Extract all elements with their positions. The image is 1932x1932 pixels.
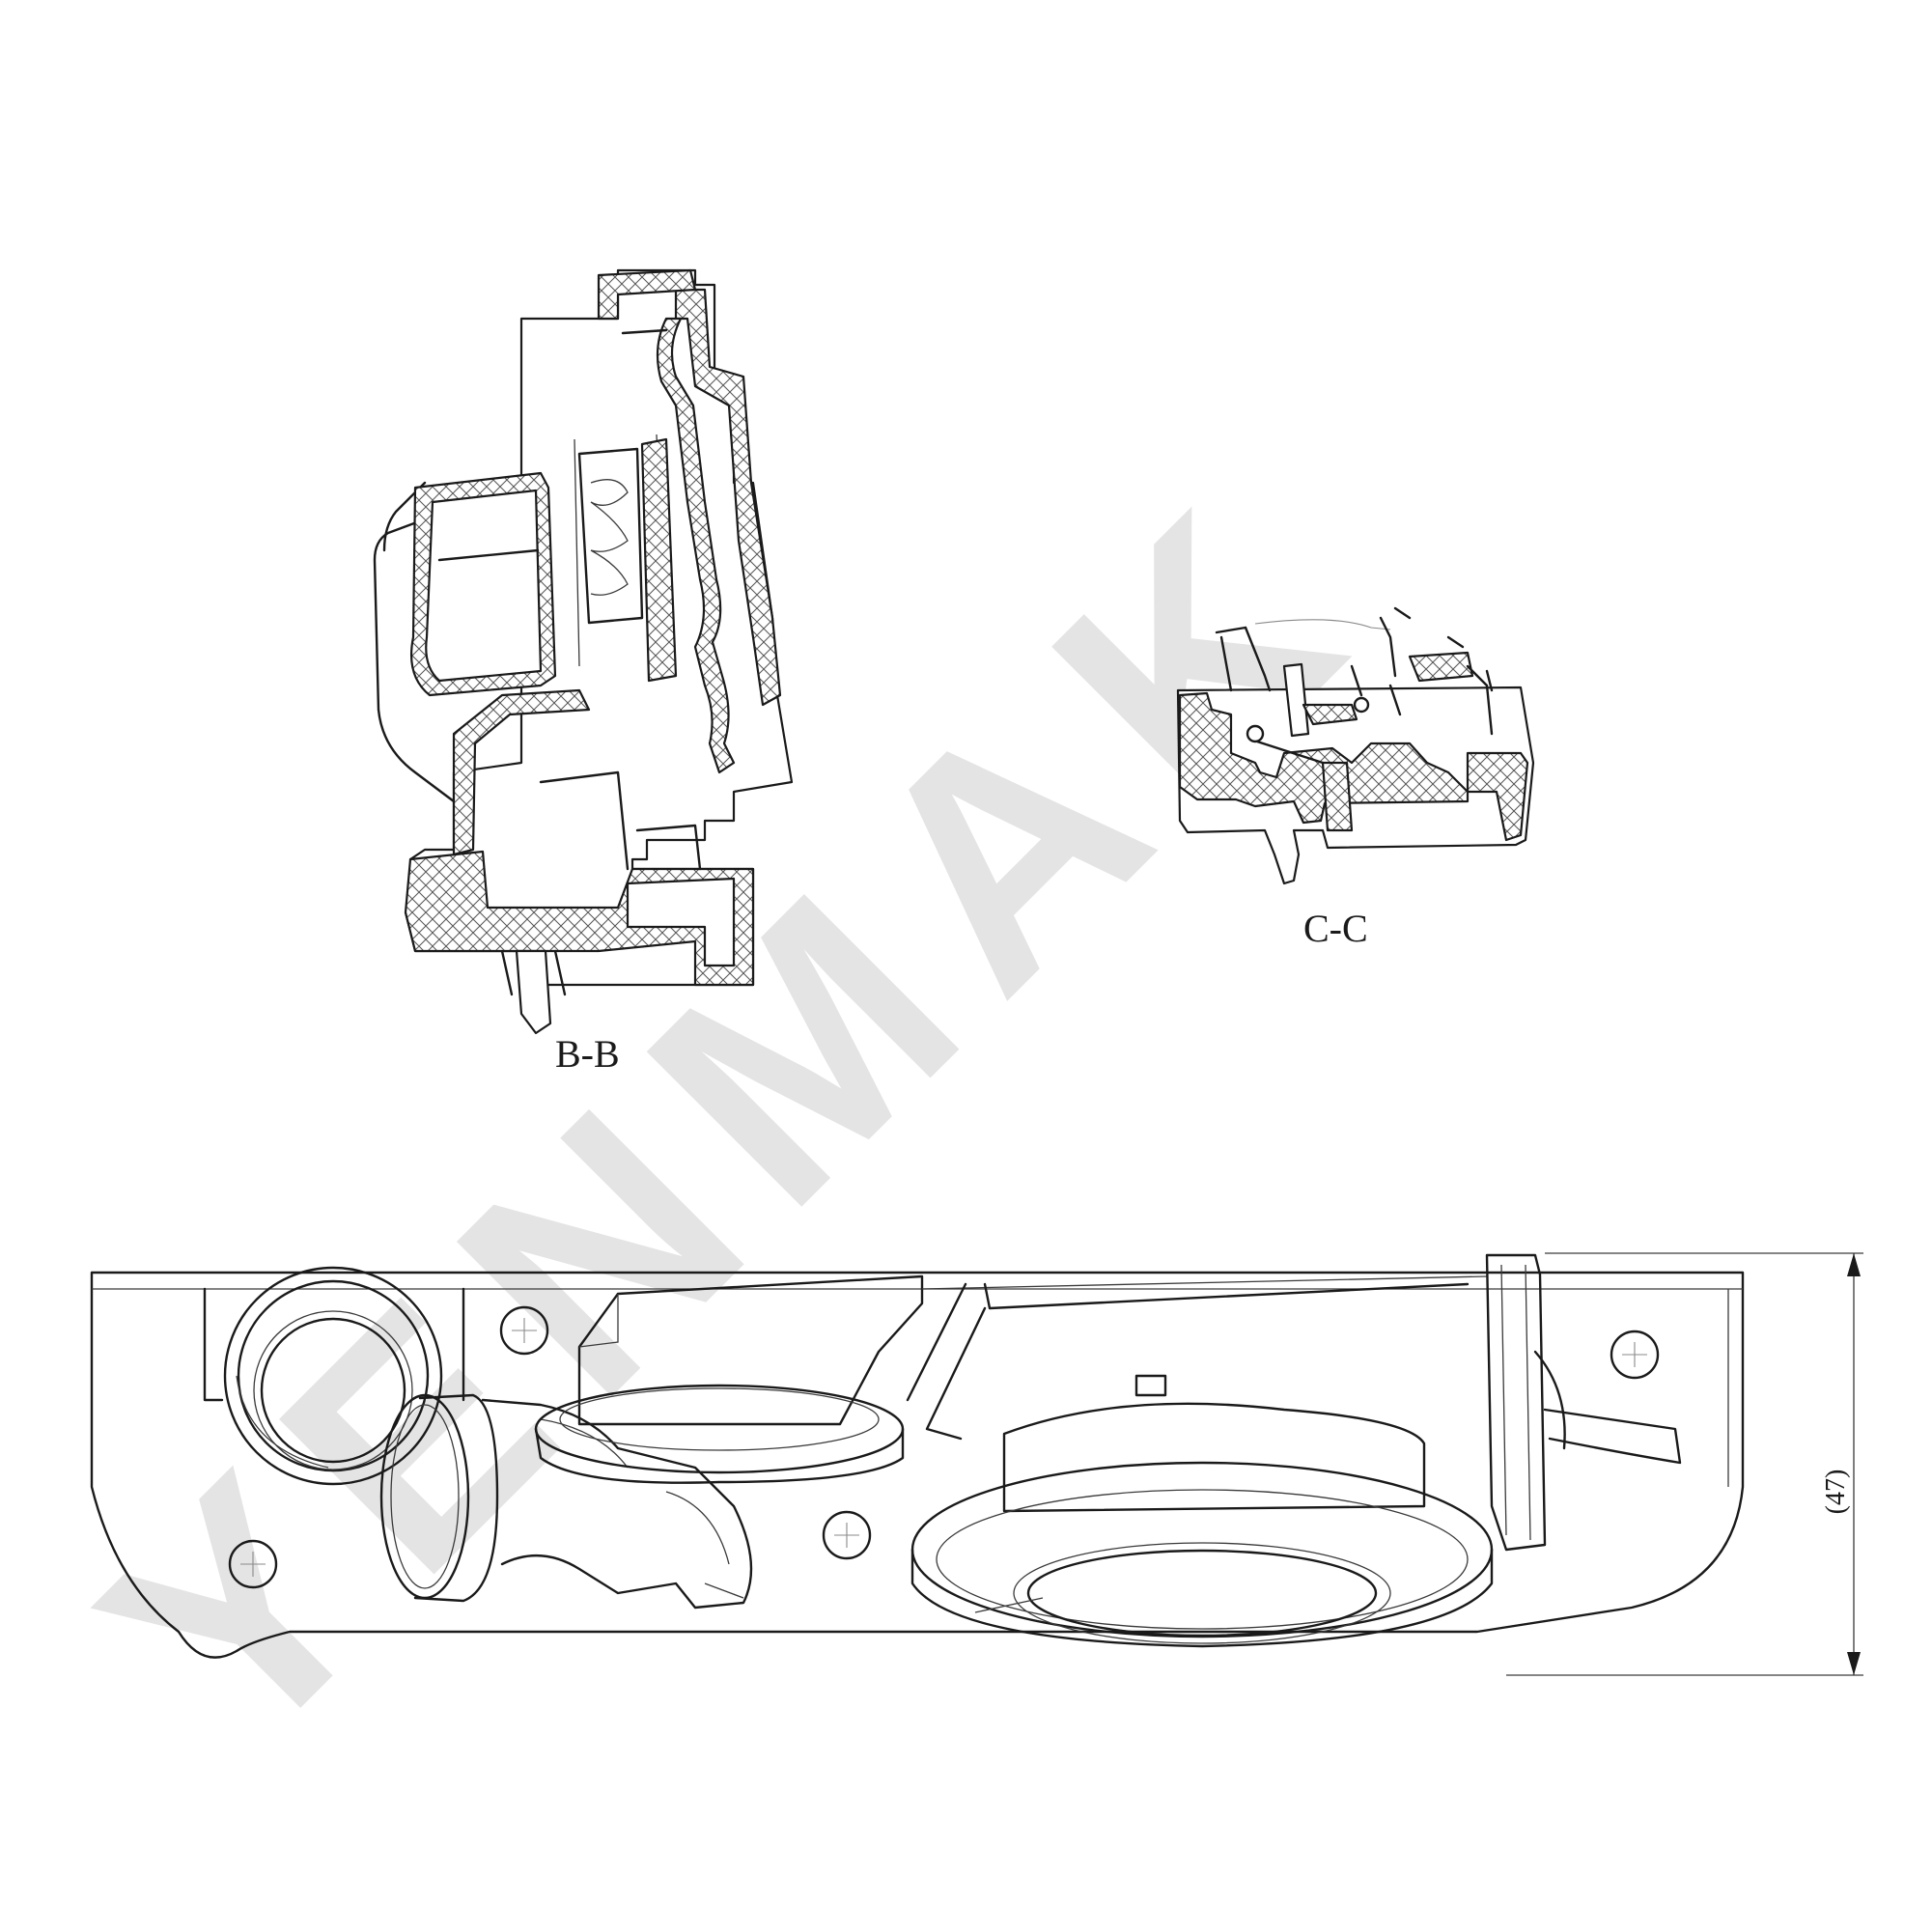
left-ring-port: [223, 1266, 443, 1486]
middle-disc: [534, 1384, 905, 1484]
spring-mechanism: [574, 434, 678, 683]
bent-tube: [379, 1393, 753, 1610]
section-bb-label: B-B: [555, 1032, 620, 1076]
bottom-assembly-view: [90, 1252, 1863, 1676]
section-bb-view: [373, 268, 794, 1035]
right-bracket: [1485, 1253, 1682, 1552]
middle-housing: [577, 1274, 1488, 1441]
height-dimension: [1506, 1252, 1863, 1676]
section-cc-label: C-C: [1303, 907, 1368, 950]
mounting-holes: [228, 1305, 1660, 1589]
right-large-disc: [910, 1402, 1494, 1648]
height-dimension-label: (47): [1821, 1470, 1851, 1515]
section-cc-view: [1176, 606, 1535, 885]
